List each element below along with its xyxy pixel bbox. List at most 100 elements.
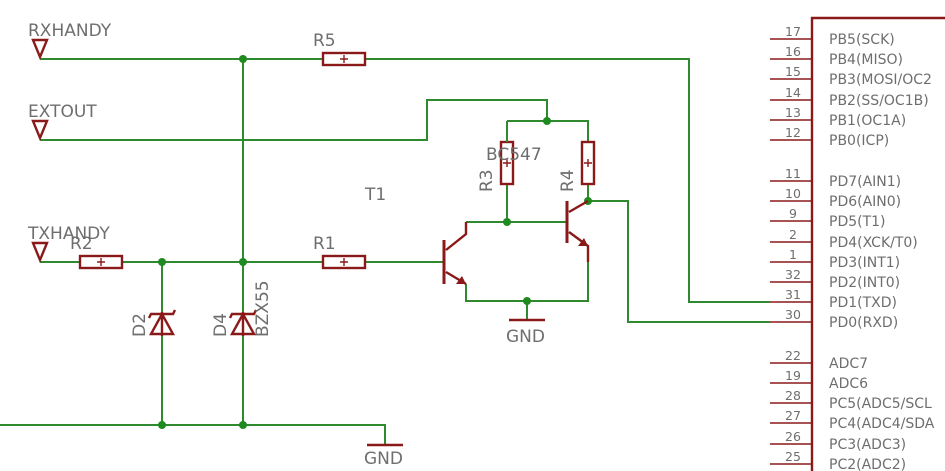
ic-pin-name: PD4(XCK/T0)	[829, 235, 918, 251]
ic-pin-number: 15	[785, 64, 801, 79]
part-label-r2: R2	[70, 234, 93, 254]
d4-cathode-icon	[228, 309, 258, 319]
ic-body-outline	[810, 16, 945, 471]
ic-pin-number: 25	[785, 449, 801, 464]
part-label-d2: D2	[130, 313, 150, 337]
junction-dot	[523, 297, 531, 305]
net-label-rxhandy: RXHANDY	[28, 21, 112, 41]
net-label-extout: EXTOUT	[28, 102, 97, 122]
part-value-d4: BZX55	[253, 280, 273, 337]
transistors	[442, 199, 590, 286]
ic-pin-name: PD2(INT0)	[829, 275, 900, 291]
ic-pin-name: PC2(ADC2)	[829, 457, 906, 471]
ic-pin-name: PD5(T1)	[829, 214, 886, 230]
ic-pin-number: 9	[789, 206, 797, 221]
ic-pin-number: 16	[785, 44, 801, 59]
ic-pin-number: 17	[785, 24, 801, 39]
r5-resistor-icon	[321, 51, 367, 67]
part-value-t1: BC547	[486, 145, 542, 165]
t2-collector-icon	[568, 199, 589, 214]
ic-pin-name: PB1(OC1A)	[829, 113, 906, 129]
ic-pin-name: PD1(TXD)	[829, 295, 897, 311]
d4-zener-icon	[229, 311, 257, 336]
ic-pin-number: 32	[785, 267, 801, 282]
d2-zener-icon	[148, 311, 176, 336]
ic-pin-name: PB4(MISO)	[829, 52, 903, 68]
d2-cathode-icon	[147, 309, 177, 319]
junction-dot	[239, 258, 247, 266]
ic-pin-name: PC4(ADC4/SDA	[829, 416, 935, 432]
ic-pin-number: 28	[785, 388, 801, 403]
ic-pin-name: PB2(SS/OC1B)	[829, 93, 929, 109]
wire-to-pd0	[588, 200, 770, 323]
ic-pin-number: 19	[785, 368, 801, 383]
junction-dot	[239, 55, 247, 63]
ic-pin-name: PD7(AIN1)	[829, 174, 901, 190]
wire-emitters	[465, 262, 589, 302]
ic-pin-number: 26	[785, 429, 801, 444]
wire-gnd-bottom	[0, 424, 386, 445]
gnd-label-bottom: GND	[364, 449, 403, 469]
ic-pin-name: PC5(ADC5/SCL	[829, 396, 932, 412]
part-label-r5: R5	[313, 31, 336, 51]
r5-plus-icon	[340, 55, 348, 63]
ic-pin-name: PD3(INT1)	[829, 255, 900, 271]
ic-pin-number: 12	[785, 125, 801, 140]
ic-pin-name: ADC7	[829, 356, 868, 372]
ic-pin-name: PB5(SCK)	[829, 32, 895, 48]
wire-vcc-top	[507, 120, 589, 142]
t2-emitter-icon	[568, 231, 590, 262]
ic-pin-number: 22	[785, 348, 801, 363]
ic-pin-number: 11	[785, 166, 801, 181]
connector-symbols	[31, 38, 49, 264]
ic-pin-name: PB0(ICP)	[829, 133, 889, 149]
rxhandy-pad-icon	[31, 38, 49, 61]
net-label-txhandy: TXHANDY	[27, 224, 110, 244]
r2-resistor-icon	[78, 254, 124, 270]
ic-pin-number: 10	[785, 186, 801, 201]
diodes	[147, 309, 258, 336]
ic-pin-number: 1	[789, 247, 797, 262]
ic-pin-number: 2	[789, 227, 797, 242]
r1-resistor-icon	[321, 254, 367, 270]
txhandy-pad-icon	[31, 241, 49, 264]
ic-pin-name: PB3(MOSI/OC2	[829, 72, 932, 88]
ic-pin-number: 31	[785, 287, 801, 302]
part-label-t1: T1	[364, 185, 386, 205]
t2-emitter-arrow-icon	[578, 238, 588, 246]
ic-pin-name: PD6(AIN0)	[829, 194, 901, 210]
extout-pad-icon	[31, 119, 49, 142]
junction-dot	[158, 258, 166, 266]
ic-pin-name: ADC6	[829, 376, 868, 392]
r2-plus-icon	[97, 258, 105, 266]
wires	[0, 58, 770, 445]
part-label-r1: R1	[313, 234, 336, 254]
ground-symbols	[367, 318, 545, 447]
t1-emitter-arrow-icon	[456, 276, 466, 284]
junctions	[158, 55, 592, 429]
junction-dot	[543, 117, 551, 125]
gnd-label-top: GND	[506, 327, 545, 347]
r3-plus-icon	[503, 159, 511, 167]
junction-dot	[503, 218, 511, 226]
ic-pin-name: PC3(ADC3)	[829, 437, 906, 453]
part-label-r3: R3	[477, 169, 497, 192]
ic-pin-name: PD0(RXD)	[829, 315, 898, 331]
labels: RXHANDY EXTOUT TXHANDY R5 R1 R2 T1 BC547…	[27, 21, 578, 469]
ic-pin-number: 30	[785, 307, 801, 322]
junction-dot	[239, 421, 247, 429]
wire-r5-pd1	[365, 58, 770, 303]
wire-extout	[40, 99, 548, 141]
t1-collector-icon	[445, 222, 468, 251]
ic-pin-number: 27	[785, 408, 801, 423]
r4-plus-icon	[584, 159, 592, 167]
junction-dot	[158, 421, 166, 429]
ic-pin-number: 13	[785, 105, 801, 120]
part-label-d4: D4	[211, 313, 231, 337]
resistors	[78, 51, 596, 270]
ic-pin-number: 14	[785, 85, 801, 100]
r1-plus-icon	[340, 258, 348, 266]
